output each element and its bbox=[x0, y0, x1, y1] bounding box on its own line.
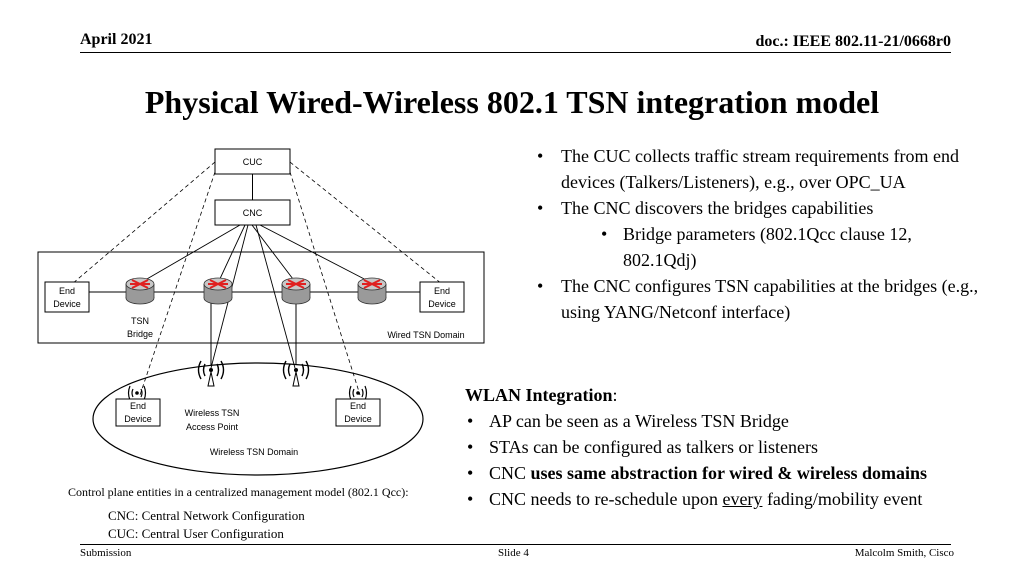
wifi-icon bbox=[127, 385, 147, 401]
wired-domain-box bbox=[37, 251, 485, 344]
cuc-dashed-links bbox=[71, 161, 443, 396]
end-device-box-left bbox=[44, 281, 90, 313]
wlan-item: STAs can be configured as talkers or lis… bbox=[465, 434, 1020, 460]
end-device-label: End bbox=[59, 286, 75, 296]
bullet-item: The CUC collects traffic stream requirem… bbox=[535, 143, 985, 195]
end-device-label: End bbox=[350, 401, 366, 411]
header-rule bbox=[80, 52, 951, 53]
wired-links bbox=[89, 291, 420, 365]
footer-submission: Submission bbox=[80, 547, 132, 559]
wireless-domain-ellipse bbox=[92, 362, 424, 476]
wlan-item-text: fading/mobility event bbox=[762, 489, 923, 509]
cuc-definition: CUC: Central User Configuration bbox=[108, 526, 284, 541]
slide-title: Physical Wired-Wireless 802.1 TSN integr… bbox=[144, 84, 880, 120]
cnc-label: CNC bbox=[243, 208, 263, 218]
footer-rule bbox=[80, 544, 951, 545]
bullet-item: The CNC configures TSN capabilities at t… bbox=[535, 273, 985, 325]
end-device-label: End bbox=[434, 286, 450, 296]
wlan-heading-line: WLAN Integration: bbox=[465, 382, 1020, 408]
wireless-domain-label: Wireless TSN Domain bbox=[210, 447, 298, 457]
tsn-diagram: CUC CNC End Device End Device TSN Bridge… bbox=[37, 148, 485, 476]
bullet-item: The CNC discovers the bridges capabiliti… bbox=[535, 195, 985, 221]
end-device-label: Device bbox=[428, 299, 456, 309]
cnc-links bbox=[139, 224, 373, 369]
end-device-label: Device bbox=[344, 414, 372, 424]
wireless-end-device-right bbox=[335, 398, 381, 427]
cnc-definition: CNC: Central Network Configuration bbox=[108, 508, 305, 523]
cuc-label: CUC bbox=[243, 157, 263, 167]
tsn-bridge-icon bbox=[281, 277, 311, 305]
tsn-bridge-icon bbox=[203, 277, 233, 305]
footer-author: Malcolm Smith, Cisco bbox=[854, 547, 954, 559]
wlan-item-text: CNC bbox=[489, 463, 531, 483]
tsn-bridge-icon bbox=[357, 277, 387, 305]
wired-domain-label: Wired TSN Domain bbox=[387, 330, 464, 340]
tsn-bridge-icon bbox=[125, 277, 155, 305]
wlan-item-underlined: every bbox=[722, 489, 763, 509]
access-point-label: Wireless TSN bbox=[185, 408, 240, 418]
wlan-item-text: CNC needs to re-schedule upon bbox=[489, 489, 723, 509]
cnc-box bbox=[214, 199, 291, 226]
tsn-bridge-label: TSN bbox=[131, 316, 149, 326]
end-device-box-right bbox=[419, 281, 465, 313]
wlan-item: AP can be seen as a Wireless TSN Bridge bbox=[465, 408, 1020, 434]
end-device-label: Device bbox=[124, 414, 152, 424]
wlan-item: CNC needs to re-schedule upon every fadi… bbox=[465, 486, 1020, 512]
wlan-integration-section: WLAN Integration: AP can be seen as a Wi… bbox=[465, 382, 1020, 512]
wireless-end-device-left bbox=[115, 398, 161, 427]
header-doc-id: doc.: IEEE 802.11-21/0668r0 bbox=[755, 33, 951, 50]
wlan-item-bold: uses same abstraction for wired & wirele… bbox=[530, 463, 927, 483]
end-device-label: Device bbox=[53, 299, 81, 309]
wlan-heading: WLAN Integration bbox=[465, 385, 613, 405]
wlan-item: CNC uses same abstraction for wired & wi… bbox=[465, 460, 1020, 486]
footer-slide-number: Slide 4 bbox=[498, 547, 529, 559]
tsn-bridge-label: Bridge bbox=[127, 329, 153, 339]
control-plane-caption: Control plane entities in a centralized … bbox=[68, 485, 409, 499]
header-date: April 2021 bbox=[80, 31, 153, 48]
access-point-label: Access Point bbox=[186, 422, 239, 432]
bullet-list: The CUC collects traffic stream requirem… bbox=[535, 143, 985, 325]
end-device-label: End bbox=[130, 401, 146, 411]
wlan-heading-suffix: : bbox=[612, 385, 618, 405]
bullet-subitem: Bridge parameters (802.1Qcc clause 12, 8… bbox=[535, 221, 985, 273]
